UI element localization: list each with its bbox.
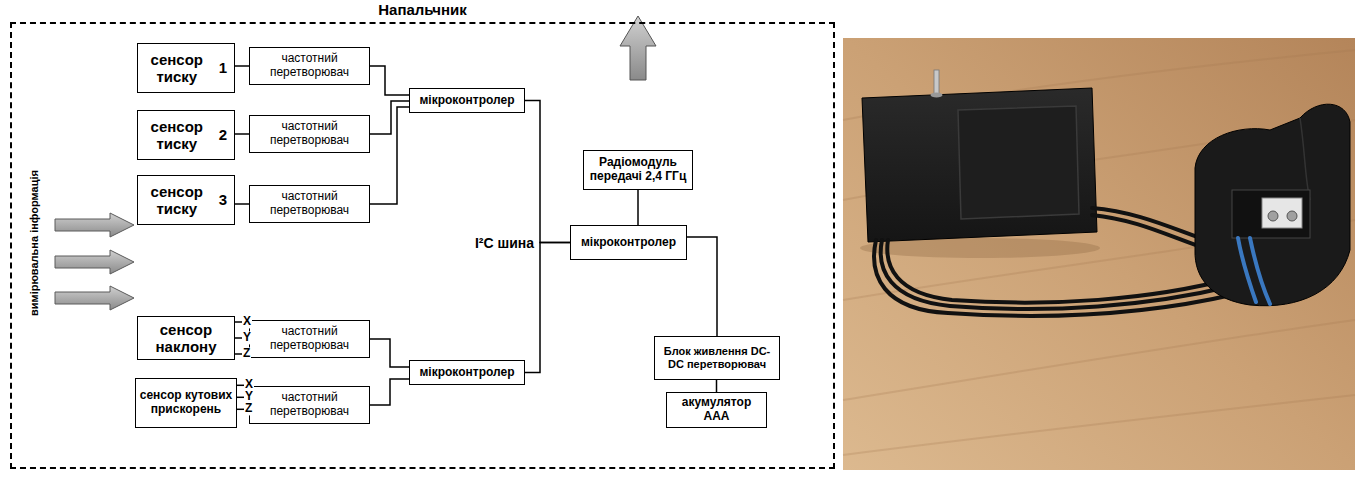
box-text: частотний перетворювач	[253, 52, 366, 80]
device-photo	[843, 38, 1355, 470]
wood-grain	[843, 50, 1355, 455]
radio-module-box: Радіомодуль передачі 2,4 ГГц	[583, 150, 693, 190]
connector-line	[525, 101, 570, 243]
box-text: сенсор кутових прискорень	[139, 389, 233, 417]
connector-line	[235, 65, 249, 67]
control-box	[862, 88, 1097, 242]
box-text: сенсор наклону	[149, 321, 223, 356]
input-arrows	[55, 213, 134, 310]
connector-line	[716, 380, 718, 392]
connector-line	[687, 237, 717, 336]
box-text: мікроконтролер	[419, 94, 514, 108]
input-arrow	[55, 213, 134, 237]
connector-line	[525, 243, 570, 373]
cables	[874, 208, 1236, 316]
connector-line	[370, 101, 409, 134]
box-text: частотний перетворювач	[253, 391, 366, 419]
connector-line	[637, 190, 639, 225]
sensor-box: сенсор тиску 1	[137, 43, 235, 93]
axis-label: вимірювальна інформація	[28, 170, 41, 316]
switch-base	[931, 93, 943, 98]
sensor-number: 1	[219, 59, 227, 76]
blue-wires	[1238, 238, 1270, 304]
screw	[1268, 211, 1278, 221]
boundary-heading: Напальчник	[12, 1, 833, 18]
bus-label: I²C шина	[475, 235, 534, 251]
sensor-board	[1232, 190, 1310, 238]
converter-box: частотний перетворювач	[249, 185, 370, 223]
pin-label: Z	[242, 347, 251, 360]
box-text: сенсор тиску	[145, 51, 209, 86]
connector-line	[370, 339, 409, 367]
terminal-block	[1262, 198, 1302, 228]
mcu-box: мікроконтролер	[409, 88, 525, 113]
box-text: мікроконтролер	[419, 366, 514, 380]
sensor-box: сенсор наклону	[137, 316, 235, 360]
box-panel	[958, 106, 1079, 219]
wooden-table	[843, 38, 1355, 470]
box-text: мікроконтролер	[581, 236, 676, 250]
connector-line	[370, 66, 409, 95]
box-text: частотний перетворювач	[253, 120, 366, 148]
connector-line	[370, 379, 409, 405]
radio-output-arrow	[620, 16, 656, 80]
converter-box: частотний перетворювач	[249, 47, 370, 85]
sensor-number: 2	[219, 126, 227, 143]
sensor-box: сенсор тиску 3	[137, 175, 235, 225]
converter-box: частотний перетворювач	[249, 386, 370, 424]
mcu-box: мікроконтролер	[570, 225, 687, 260]
pin-label: Z	[244, 403, 253, 416]
battery-box: акумулятор AAA	[666, 392, 767, 428]
connector-line	[370, 107, 409, 204]
converter-box: частотний перетворювач	[249, 115, 370, 153]
box-text: акумулятор AAA	[670, 396, 763, 424]
power-box: Блок живлення DC-DC перетворювач	[654, 336, 780, 380]
sensor-number: 3	[219, 191, 227, 208]
mcu-box: мікроконтролер	[409, 360, 525, 385]
box-text: сенсор тиску	[145, 183, 209, 218]
glove-seam	[1300, 118, 1310, 200]
connector-line	[235, 133, 249, 135]
box-text: Блок живлення DC-DC перетворювач	[658, 345, 776, 370]
sensor-box: сенсор кутових прискорень	[135, 378, 237, 427]
screw	[1287, 211, 1297, 221]
input-arrow	[55, 286, 134, 310]
switch	[934, 70, 939, 94]
converter-box: частотний перетворювач	[249, 320, 370, 358]
box-text: частотний перетворювач	[253, 325, 366, 353]
glove	[1195, 104, 1350, 306]
box-text: Радіомодуль передачі 2,4 ГГц	[587, 156, 689, 184]
pin-label: Y	[242, 331, 252, 344]
input-arrow	[55, 250, 134, 274]
pin-label: X	[242, 315, 252, 328]
box-text: сенсор тиску	[145, 118, 209, 153]
connector-line	[235, 203, 249, 205]
sensor-box: сенсор тиску 2	[137, 110, 235, 160]
device-boundary: Напальчниксенсор тиску1частотний перетво…	[10, 22, 835, 469]
box-text: частотний перетворювач	[253, 190, 366, 218]
